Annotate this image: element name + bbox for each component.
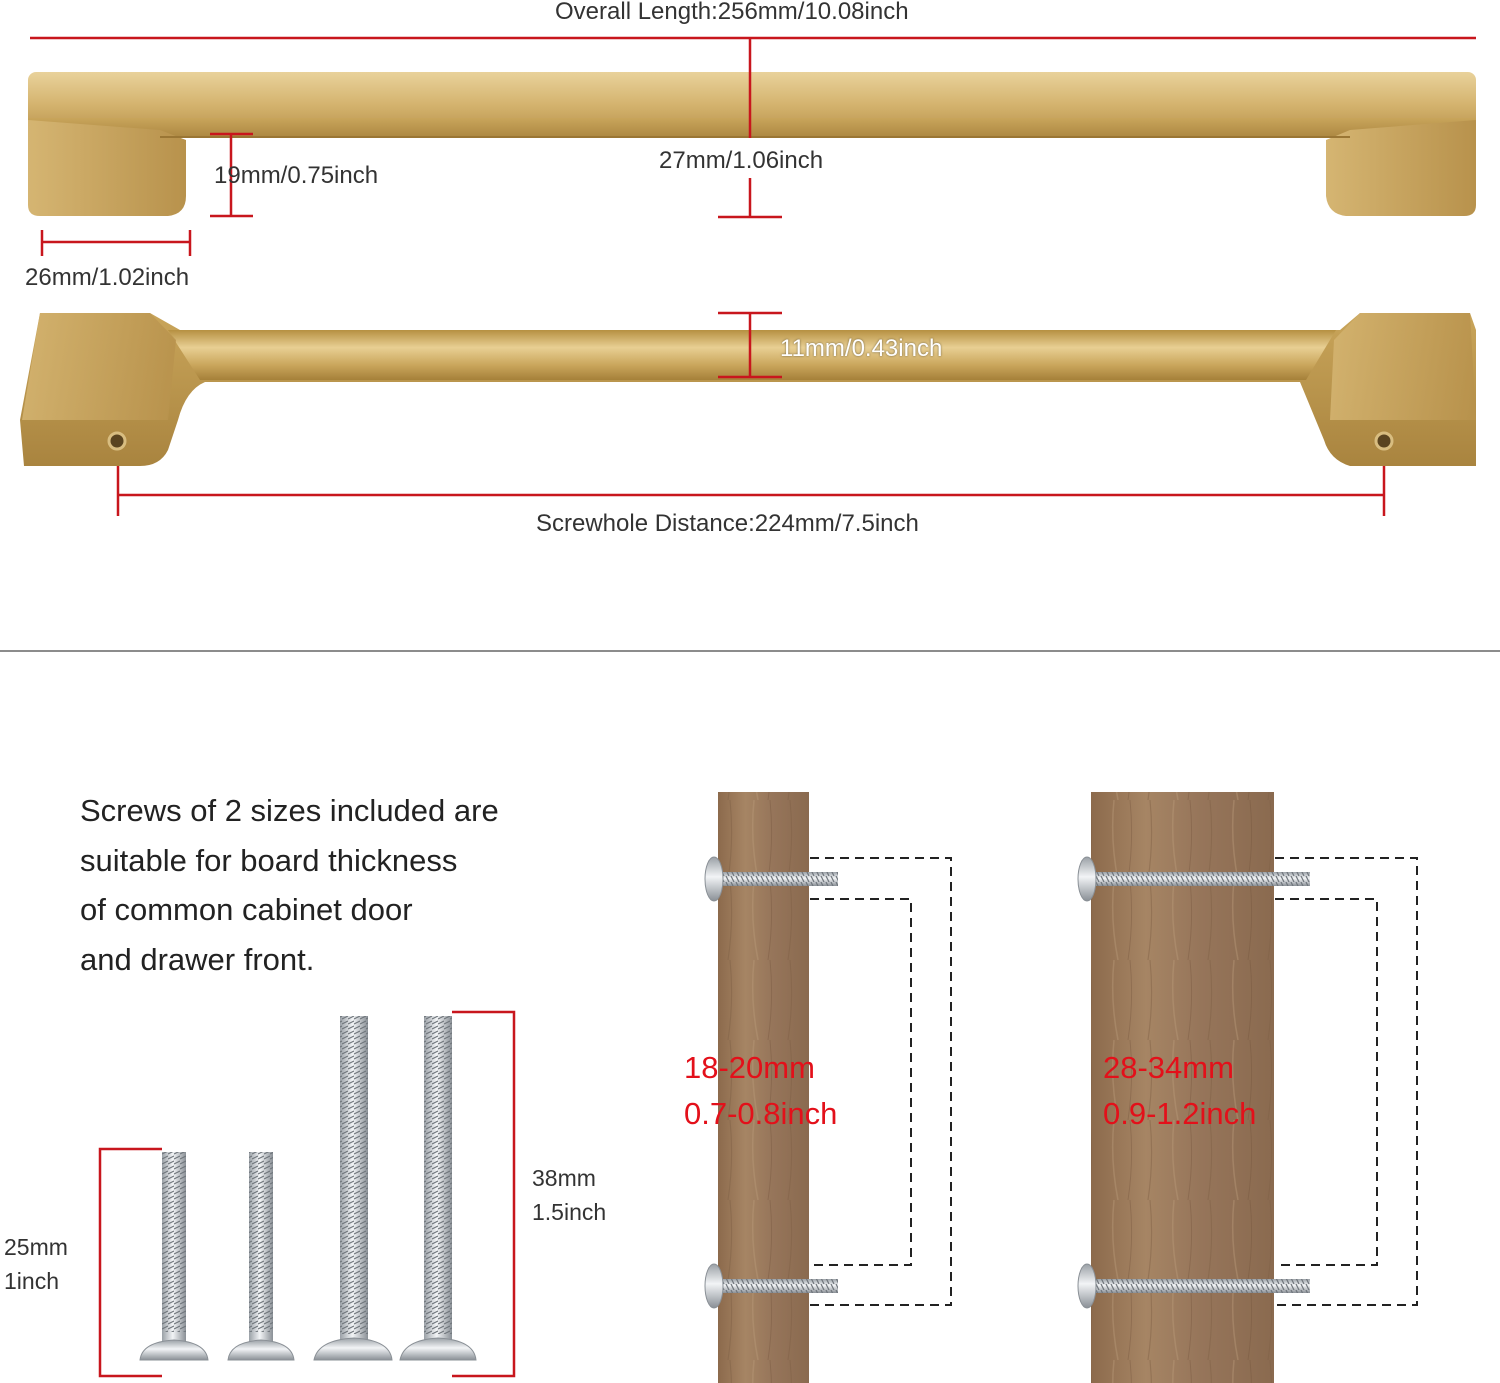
leg-width-label: 26mm/1.02inch <box>25 264 190 291</box>
long-screw <box>399 1016 477 1361</box>
long-screw <box>313 1016 393 1361</box>
thin-board <box>704 792 952 1383</box>
screwhole-distance-label: Screwhole Distance:224mm/7.5inch <box>536 510 919 537</box>
thick-board-mm: 28-34mm <box>1103 1050 1234 1085</box>
handle-side-view <box>28 72 1476 216</box>
short-screw <box>227 1152 295 1361</box>
long-screw-size: 38mm 1.5inch <box>532 1161 606 1229</box>
screws-description: Screws of 2 sizes included are suitable … <box>80 786 580 984</box>
long-screw-mm: 38mm <box>532 1165 596 1191</box>
description-line: and drawer front. <box>80 941 315 977</box>
leg-height-label: 19mm/0.75inch <box>214 162 379 189</box>
handle-front-view <box>20 313 1476 466</box>
description-line: of common cabinet door <box>80 892 413 927</box>
screws-group <box>98 1010 516 1378</box>
long-screw-inch: 1.5inch <box>532 1199 607 1225</box>
thin-board-thickness: 18-20mm 0.7-0.8inch <box>684 1045 837 1137</box>
thin-board-mm: 18-20mm <box>684 1050 815 1085</box>
short-screw-size: 25mm 1inch <box>4 1230 68 1298</box>
overall-length-label: Overall Length:256mm/10.08inch <box>555 0 909 25</box>
projection-label: 27mm/1.06inch <box>659 147 824 174</box>
thin-board-inch: 0.7-0.8inch <box>684 1096 838 1131</box>
short-screw <box>139 1152 209 1361</box>
thick-board-inch: 0.9-1.2inch <box>1103 1096 1257 1131</box>
bar-thickness-label: 11mm/0.43inch <box>780 335 943 362</box>
short-screw-mm: 25mm <box>4 1234 68 1260</box>
thick-board <box>1077 792 1418 1383</box>
short-screw-inch: 1inch <box>4 1268 59 1294</box>
dimension-lines <box>30 36 1476 516</box>
description-line: Screws of 2 sizes included are <box>80 793 499 828</box>
thick-board-thickness: 28-34mm 0.9-1.2inch <box>1103 1045 1256 1137</box>
description-line: suitable for board thickness <box>80 842 458 878</box>
